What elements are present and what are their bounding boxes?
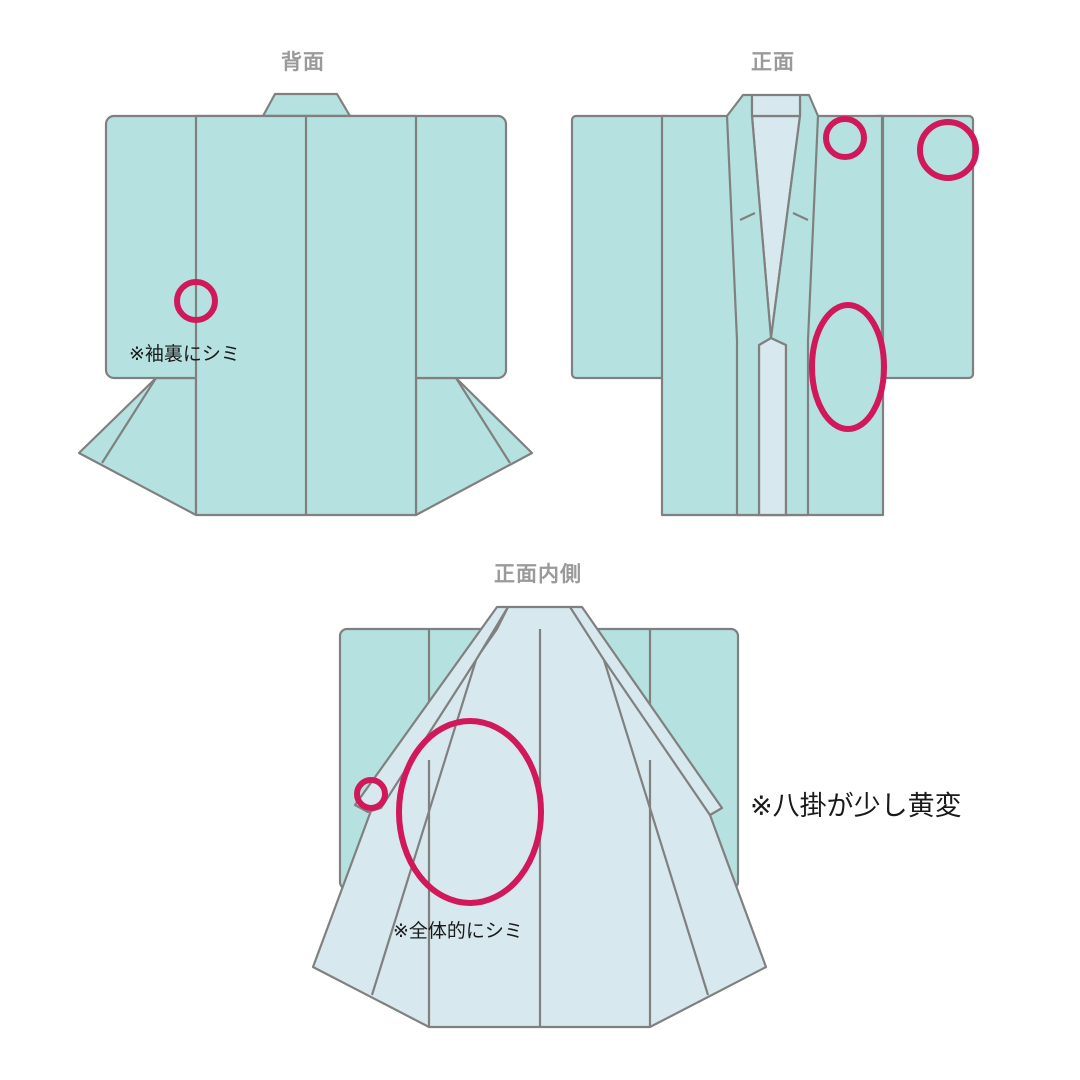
back-collar — [261, 92, 352, 118]
marker-front-collar-stain — [823, 116, 867, 160]
front-left-sleeve — [570, 114, 674, 380]
front-view-title: 正面 — [751, 50, 795, 74]
hakkake-yellowing-note: ※八掛が少し黄変 — [750, 791, 962, 822]
marker-back-sleeve-stain — [174, 279, 218, 323]
back-view-title: 背面 — [281, 50, 325, 74]
inside-overall-stain-note: ※全体的にシミ — [393, 920, 523, 942]
front-inside-view-title: 正面内側 — [494, 562, 582, 586]
marker-inside-body-stain — [396, 718, 544, 906]
back-left-gusset — [77, 376, 198, 517]
back-right-gusset — [414, 376, 534, 517]
front-view-kimono — [570, 93, 975, 517]
inside-left-okumi-seam — [370, 659, 478, 996]
inside-right-collar-band — [568, 605, 724, 817]
marker-inside-sleeve-stain — [354, 777, 388, 811]
inside-left-collar-band — [353, 605, 510, 814]
marker-front-sleeve-stain — [917, 119, 979, 181]
front-right-collar — [769, 93, 820, 517]
back-view-kimono — [77, 92, 534, 517]
stain-markers — [174, 116, 979, 906]
front-collar-top — [750, 93, 802, 118]
back-sleeve-stain-note: ※袖裏にシミ — [129, 343, 240, 365]
inside-right-okumi-seam — [602, 659, 710, 996]
marker-front-body-stain — [809, 302, 887, 432]
